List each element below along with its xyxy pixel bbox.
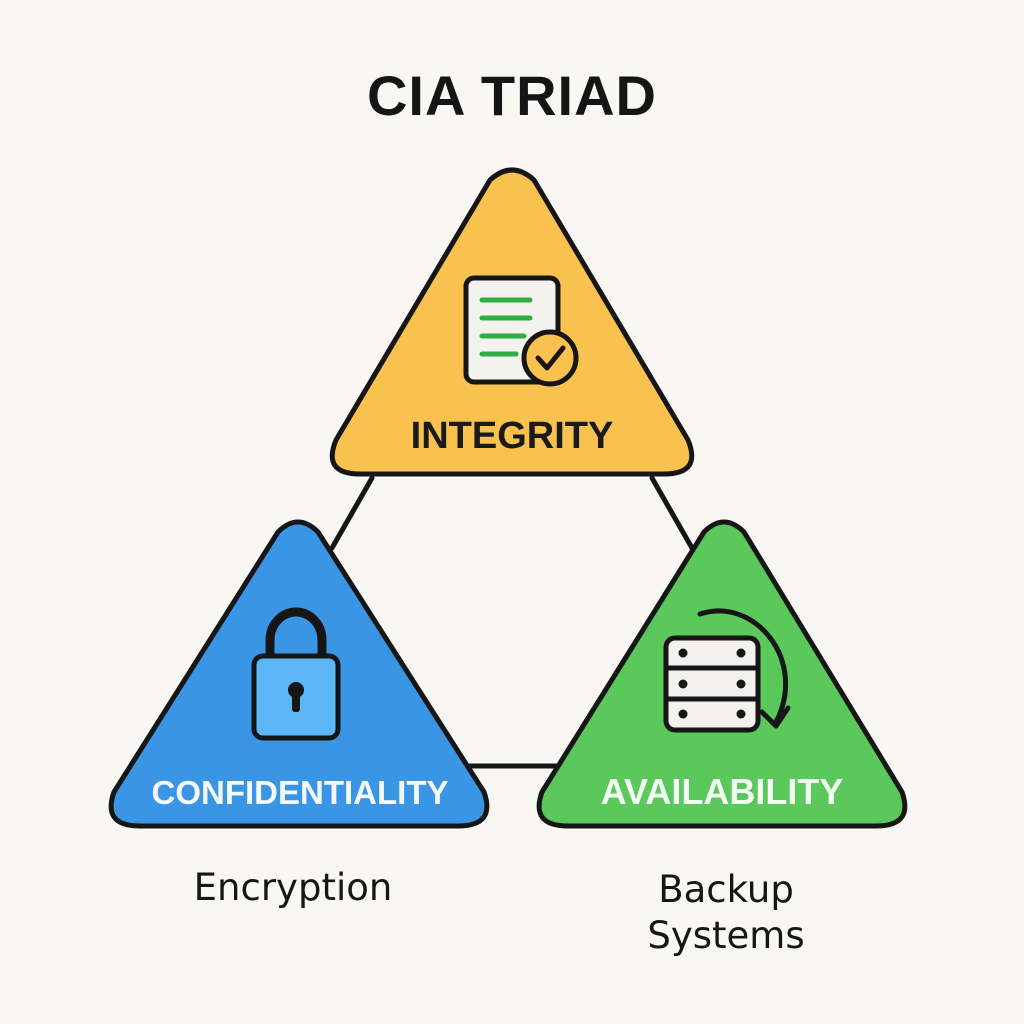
triad-connector-lines bbox=[329, 475, 695, 769]
server-backup-icon bbox=[663, 608, 791, 733]
availability-caption-line-2: Systems bbox=[647, 914, 804, 957]
integrity-triangle: INTEGRITY bbox=[329, 167, 695, 477]
availability-triangle: AVAILABILITY bbox=[536, 519, 908, 829]
confidentiality-triangle: CONFIDENTIALITY bbox=[108, 519, 490, 829]
confidentiality-caption: Encryption bbox=[194, 866, 393, 909]
confidentiality-label: CONFIDENTIALITY bbox=[152, 774, 449, 811]
padlock-icon bbox=[251, 607, 341, 741]
integrity-label: INTEGRITY bbox=[411, 415, 614, 457]
document-check-icon bbox=[463, 275, 579, 387]
page-title: CIA TRIAD bbox=[367, 64, 657, 127]
availability-label: AVAILABILITY bbox=[601, 771, 844, 812]
availability-caption-line-1: Backup bbox=[658, 868, 794, 911]
